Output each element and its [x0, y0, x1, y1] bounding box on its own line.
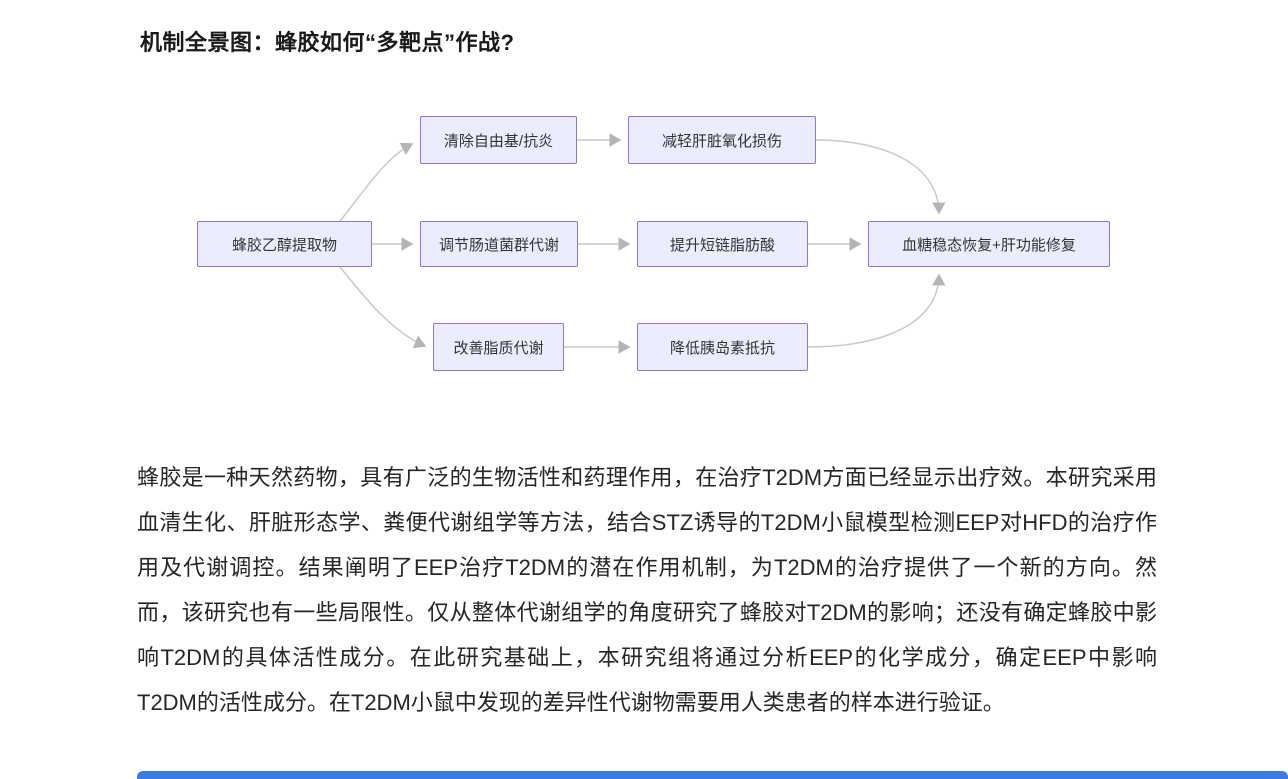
node-glucose-homeostasis-liver-repair: 血糖稳态恢复+肝功能修复	[868, 221, 1110, 267]
node-reduced-liver-oxidative-damage: 减轻肝脏氧化损伤	[628, 116, 816, 164]
node-gut-microbiota-regulation: 调节肠道菌群代谢	[420, 221, 578, 267]
bottom-accent-bar	[137, 771, 1288, 779]
node-label: 提升短链脂肪酸	[669, 236, 775, 254]
node-free-radical-scavenging: 清除自由基/抗炎	[420, 116, 577, 164]
node-label: 改善脂质代谢	[453, 339, 544, 357]
edge-source-mech1	[339, 142, 414, 222]
edge-source-mech3	[339, 266, 427, 349]
node-propolis-ethanol-extract: 蜂胶乙醇提取物	[197, 221, 372, 267]
node-label: 调节肠道菌群代谢	[438, 236, 559, 254]
node-lipid-metabolism-improvement: 改善脂质代谢	[433, 323, 564, 371]
edge-effect1-outcome	[815, 139, 946, 215]
flowchart-edges	[339, 133, 946, 354]
node-label: 减轻肝脏氧化损伤	[661, 132, 782, 150]
node-label: 蜂胶乙醇提取物	[231, 236, 337, 254]
node-increased-scfa: 提升短链脂肪酸	[637, 221, 808, 267]
node-label: 降低胰岛素抵抗	[669, 339, 775, 357]
node-reduced-insulin-resistance: 降低胰岛素抵抗	[637, 323, 808, 371]
mechanism-flowchart: 蜂胶乙醇提取物 清除自由基/抗炎 调节肠道菌群代谢 改善脂质代谢 减轻肝脏氧化损…	[197, 116, 1110, 371]
page-title: 机制全景图：蜂胶如何“多靶点”作战?	[140, 29, 515, 55]
node-label: 清除自由基/抗炎	[443, 132, 554, 150]
summary-paragraph: 蜂胶是一种天然药物，具有广泛的生物活性和药理作用，在治疗T2DM方面已经显示出疗…	[137, 465, 1157, 715]
edge-effect3-outcome	[807, 273, 946, 348]
node-label: 血糖稳态恢复+肝功能修复	[902, 236, 1076, 254]
